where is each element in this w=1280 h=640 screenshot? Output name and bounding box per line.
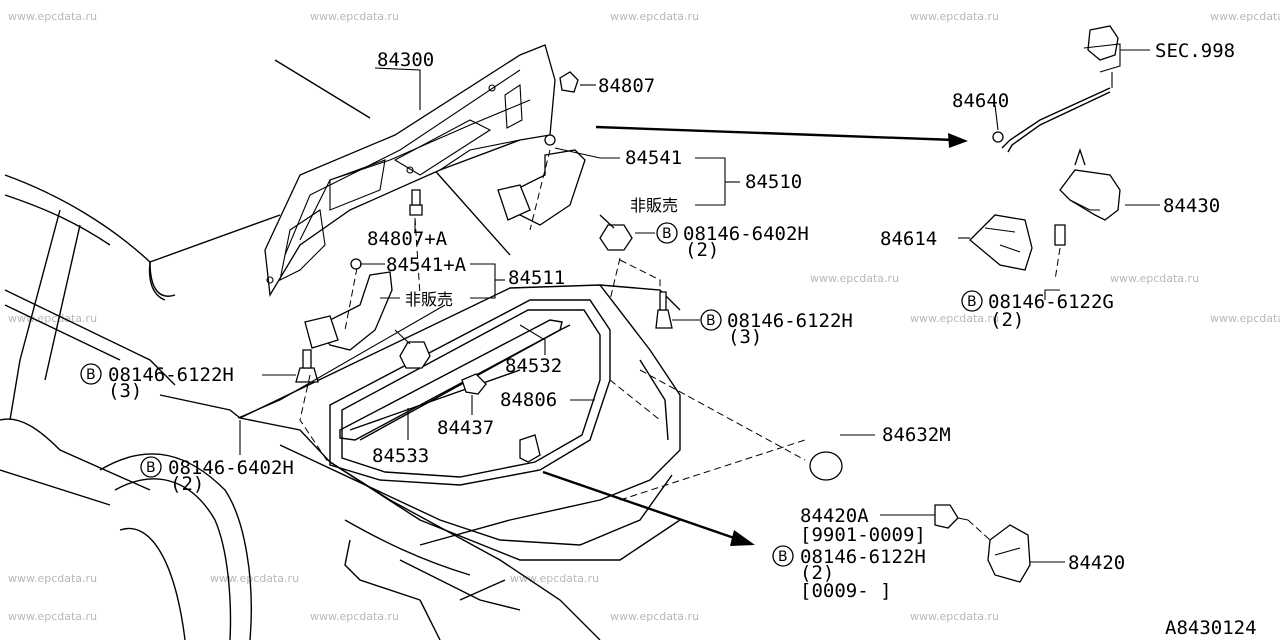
- label-bolt-6122h-left: 08146-6122H: [108, 364, 234, 386]
- bolt-symbol: [772, 545, 794, 567]
- label-84640: 84640: [952, 90, 1009, 112]
- bolt-symbol-letter: B: [706, 313, 716, 329]
- label-84541a: 84541+A: [386, 254, 467, 276]
- label-bolt-6402h-top: 08146-6402H: [683, 223, 809, 245]
- watermark: www.epcdata.ru: [8, 610, 97, 623]
- watermark: www.epcdata.ru: [8, 10, 97, 23]
- watermark: www.epcdata.ru: [8, 572, 97, 585]
- label-range-b: [0009- ]: [800, 580, 892, 602]
- label-84614: 84614: [880, 228, 937, 250]
- dashed-leaders: [299, 149, 1061, 541]
- watermark: www.epcdata.ru: [810, 272, 899, 285]
- watermark: www.epcdata.ru: [910, 312, 999, 325]
- label-84420: 84420: [1068, 552, 1125, 574]
- bolt-symbol-letter: B: [146, 460, 156, 476]
- watermark: www.epcdata.ru: [310, 610, 399, 623]
- label-non-sale-1: 非販売: [630, 196, 678, 215]
- watermark: www.epcdata.ru: [8, 312, 97, 325]
- label-bolt-6122h-left-qty: (3): [108, 380, 142, 402]
- label-bolt-6122g: 08146-6122G: [988, 291, 1114, 313]
- watermark: www.epcdata.ru: [210, 572, 299, 585]
- bolt-symbol-letter: B: [967, 294, 977, 310]
- bolt-symbol: [700, 309, 722, 331]
- watermark: www.epcdata.ru: [610, 610, 699, 623]
- fastener-group: [295, 71, 673, 383]
- watermark: www.epcdata.ru: [910, 10, 999, 23]
- watermark-layer: www.epcdata.ru www.epcdata.ru www.epcdat…: [8, 10, 1280, 623]
- bolt-symbol-letter: B: [86, 367, 96, 383]
- key-cylinder: [992, 25, 1121, 153]
- label-84437: 84437: [437, 417, 494, 439]
- bolt-symbol: [961, 290, 983, 312]
- label-84807: 84807: [598, 75, 655, 97]
- bolt-symbol-letter: B: [778, 549, 788, 565]
- watermark: www.epcdata.ru: [610, 10, 699, 23]
- label-bolt-6402h-left: 08146-6402H: [168, 457, 294, 479]
- part-labels: 84300 84807 84541 84510 非販売 B 08146-6402…: [80, 40, 1257, 639]
- label-84430: 84430: [1163, 195, 1220, 217]
- label-84632m: 84632M: [882, 424, 951, 446]
- bolt-symbol-letter: B: [662, 226, 672, 242]
- label-leaders: [237, 49, 1160, 563]
- bolt-symbol: [80, 363, 102, 385]
- striker: [519, 434, 541, 463]
- watermark: www.epcdata.ru: [510, 572, 599, 585]
- latch-84430: [1054, 147, 1121, 246]
- bolt-symbol: [140, 456, 162, 478]
- bracket-84614: [969, 214, 1033, 271]
- label-84541: 84541: [625, 147, 682, 169]
- watermark: www.epcdata.ru: [910, 610, 999, 623]
- label-bolt-6122g-qty: (2): [990, 309, 1024, 331]
- watermark: www.epcdata.ru: [1210, 10, 1280, 23]
- label-bolt-6122h-mid: 08146-6122H: [727, 310, 853, 332]
- bolt-symbol: [656, 222, 678, 244]
- label-84300: 84300: [377, 49, 434, 71]
- cap-84632m: [809, 451, 843, 481]
- label-84532: 84532: [505, 355, 562, 377]
- label-84420a: 84420A: [800, 505, 869, 527]
- label-sec998: SEC.998: [1155, 40, 1235, 62]
- view-arrows: [542, 125, 968, 546]
- torsion-bars: [339, 319, 571, 441]
- label-84807a: 84807+A: [367, 228, 448, 250]
- label-bolt-6402h-top-qty: (2): [685, 239, 719, 261]
- watermark: www.epcdata.ru: [310, 10, 399, 23]
- label-range-a: [9901-0009]: [800, 524, 926, 546]
- label-bolt-6402h-left-qty: (2): [170, 473, 204, 495]
- car-body-outline: [0, 59, 681, 640]
- label-bolt-6122h-bottom-qty: (2): [800, 562, 834, 584]
- label-84806: 84806: [500, 389, 557, 411]
- label-84533: 84533: [372, 445, 429, 467]
- label-non-sale-2: 非販売: [405, 290, 453, 309]
- hinge-left: [304, 258, 393, 351]
- watermark: www.epcdata.ru: [1110, 272, 1199, 285]
- hinge-right: [497, 134, 586, 226]
- label-84511: 84511: [508, 267, 565, 289]
- trunk-lock: [934, 504, 1031, 583]
- diagram-code: A8430124: [1165, 617, 1257, 639]
- watermark: www.epcdata.ru: [1210, 312, 1280, 325]
- label-bolt-6122h-bottom: 08146-6122H: [800, 546, 926, 568]
- label-bolt-6122h-mid-qty: (3): [728, 326, 762, 348]
- label-84510: 84510: [745, 171, 802, 193]
